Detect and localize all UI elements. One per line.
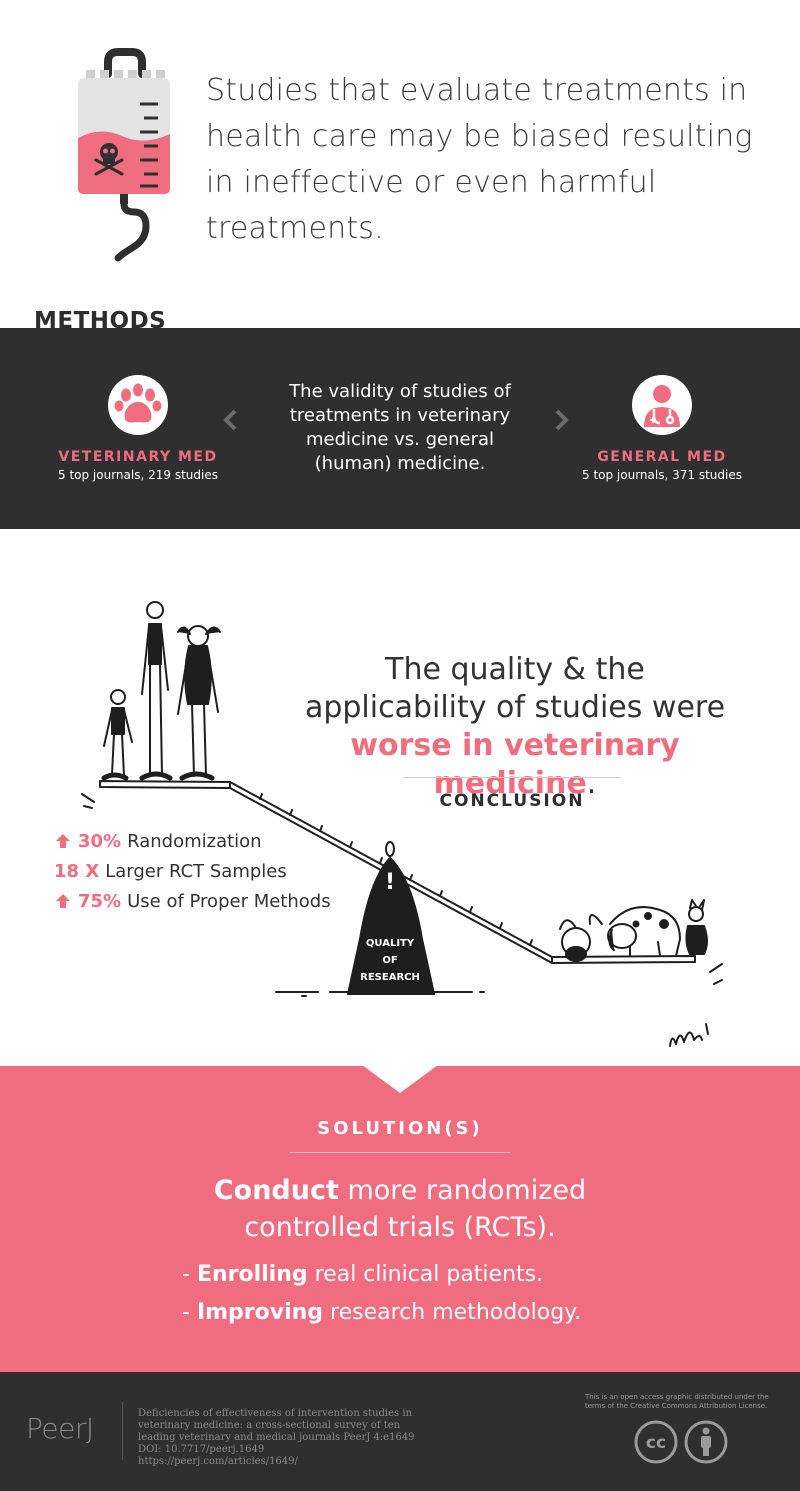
methods-description: The validity of studies of treatments in…: [289, 381, 511, 474]
methods-section: VETERINARY MED 5 top journals, 219 studi…: [0, 328, 800, 529]
stat-rct-samples: 18 X Larger RCT Samples: [54, 856, 331, 886]
conclusion-highlight: worse in veterinary medicine: [350, 728, 680, 801]
iv-bag-poison-icon: [78, 48, 170, 262]
citation-text: Deficiencies of effectiveness of interve…: [138, 1408, 415, 1467]
chevron-left-icon: [223, 409, 237, 431]
point-prefix: -: [182, 1300, 197, 1325]
stat-value: 18 X: [54, 860, 100, 882]
footer-divider: [122, 1402, 123, 1460]
point-bold: Enrolling: [196, 1262, 308, 1287]
stat-proper-methods: 75% Use of Proper Methods: [54, 886, 331, 916]
cc-icon: cc: [646, 1433, 666, 1453]
solution-point: - Improving research methodology.: [182, 1294, 652, 1332]
attribution-person-icon: [701, 1427, 711, 1456]
point-rest: real clinical patients.: [307, 1262, 544, 1287]
paw-icon: [108, 375, 168, 435]
arrow-up-icon: [56, 834, 70, 848]
general-med-title: GENERAL MED: [597, 449, 727, 465]
section-notch: [362, 1065, 438, 1093]
stats-list: 30% Randomization 18 X Larger RCT Sample…: [54, 826, 331, 916]
conclusion-label: CONCLUSION: [439, 791, 585, 811]
stat-label: Randomization: [127, 830, 262, 852]
stat-label: Use of Proper Methods: [127, 890, 331, 912]
intro-section: Studies that evaluate treatments in heal…: [0, 0, 800, 330]
fulcrum-label-line-2: OF: [382, 955, 397, 966]
seesaw-illustration: ! QUALITY OF RESEARCH: [81, 601, 723, 1047]
license-text: This is an open access graphic distribut…: [585, 1393, 769, 1410]
solution-section: SOLUTION(S) Conduct more randomized cont…: [0, 1065, 800, 1372]
conclusion-section: ! QUALITY OF RESEARCH The quality & the …: [0, 529, 800, 1066]
footer: PeerJ Deficiencies of effectiveness of i…: [0, 1372, 800, 1491]
stat-label: Larger RCT Samples: [105, 860, 287, 882]
exclamation-mark: !: [385, 870, 395, 895]
point-bold: Improving: [196, 1300, 324, 1325]
general-med-column: GENERAL MED 5 top journals, 371 studies: [552, 373, 772, 482]
intro-statement: Studies that evaluate treatments in heal…: [206, 73, 753, 246]
stat-value: 30%: [78, 830, 122, 852]
creative-commons-icons: cc: [634, 1420, 728, 1464]
veterinary-med-title: VETERINARY MED: [58, 449, 218, 465]
conclusion-text-after: .: [586, 766, 597, 801]
solution-point: - Enrolling real clinical patients.: [182, 1256, 652, 1294]
methods-heading: METHODS: [34, 308, 167, 330]
point-prefix: -: [182, 1262, 197, 1287]
fulcrum-label-line-1: QUALITY: [366, 938, 415, 949]
solution-label: SOLUTION(S): [317, 1118, 483, 1139]
veterinary-med-subtitle: 5 top journals, 219 studies: [58, 468, 218, 482]
solution-main-rest: more randomized controlled trials (RCTs)…: [244, 1175, 587, 1243]
doctor-icon: [632, 375, 692, 435]
solution-points: - Enrolling real clinical patients. - Im…: [182, 1256, 652, 1332]
arrow-up-icon: [56, 894, 70, 908]
stat-value: 75%: [78, 890, 122, 912]
solution-main: Conduct more randomized controlled trial…: [180, 1172, 620, 1246]
conclusion-divider: [404, 777, 620, 778]
general-med-subtitle: 5 top journals, 371 studies: [582, 468, 742, 482]
solution-main-bold: Conduct: [213, 1175, 339, 1206]
veterinary-med-column: VETERINARY MED 5 top journals, 219 studi…: [28, 373, 248, 482]
point-rest: research methodology.: [323, 1300, 582, 1325]
conclusion-statement: The quality & the applicability of studi…: [290, 651, 740, 803]
stat-randomization: 30% Randomization: [54, 826, 331, 856]
fulcrum-label-line-3: RESEARCH: [360, 972, 420, 983]
peerj-logo: PeerJ: [26, 1412, 94, 1445]
solution-divider: [290, 1152, 510, 1153]
chevron-right-icon: [555, 409, 569, 431]
conclusion-text-before: The quality & the applicability of studi…: [304, 652, 726, 725]
